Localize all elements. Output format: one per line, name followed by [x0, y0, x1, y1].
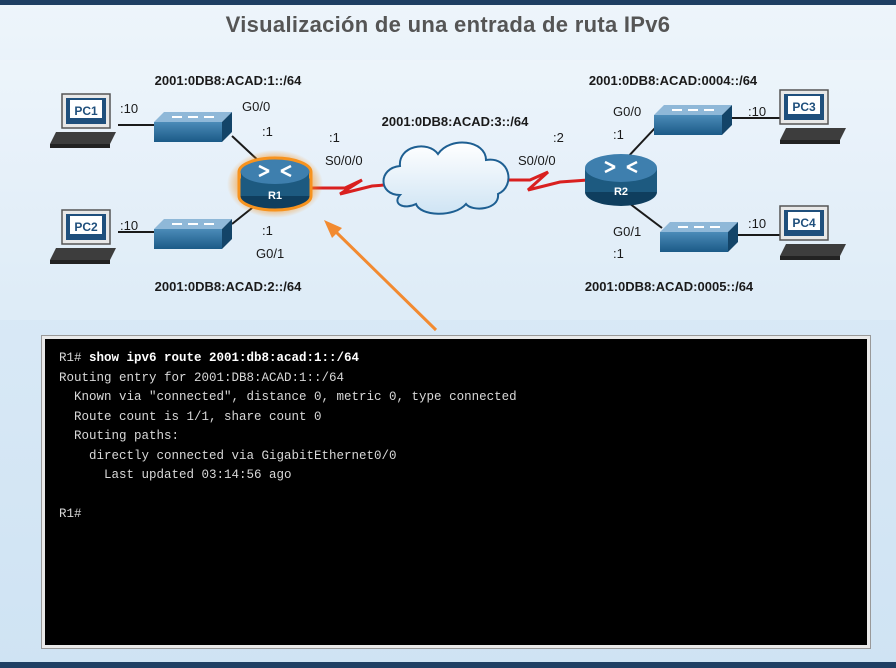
terminal-command: show ipv6 route 2001:db8:acad:1::/64	[89, 351, 360, 365]
pc2-label: PC2	[74, 220, 98, 234]
pc4-host-address: :10	[748, 216, 766, 231]
r1-s000-interface-label: S0/0/0	[325, 153, 363, 168]
network-label-lan2: 2001:0DB8:ACAD:2::/64	[155, 279, 302, 294]
r2-g00-interface-label: G0/0	[613, 104, 641, 119]
pc1-icon	[50, 93, 116, 148]
pc4-icon	[779, 205, 846, 260]
pc1-label: PC1	[74, 104, 98, 118]
r2-g01-interface-label: G0/1	[613, 224, 641, 239]
pc3-label: PC3	[792, 100, 816, 114]
terminal-route-output: Routing entry for 2001:DB8:ACAD:1::/64 K…	[59, 370, 517, 483]
pc4-label: PC4	[792, 216, 816, 230]
top-bar	[0, 0, 896, 5]
network-label-lan4: 2001:0DB8:ACAD:0004::/64	[589, 73, 758, 88]
wan-cloud	[382, 141, 510, 215]
pc1-host-address: :10	[120, 101, 138, 116]
pc2-host-address: :10	[120, 218, 138, 233]
terminal-prompt-current[interactable]: R1#	[59, 507, 82, 521]
r2-s000-host-address: :2	[553, 130, 564, 145]
bottom-bar	[0, 662, 896, 668]
serial-link-r1-cloud	[312, 178, 399, 196]
router-r1-label: R1	[268, 190, 282, 202]
r2-g00-host-address: :1	[613, 127, 624, 142]
switch-lan5	[660, 222, 738, 252]
pc3-host-address: :10	[748, 104, 766, 119]
r1-g00-interface-label: G0/0	[242, 99, 270, 114]
terminal-output: R1# show ipv6 route 2001:db8:acad:1::/64…	[45, 339, 867, 535]
terminal-window[interactable]: R1# show ipv6 route 2001:db8:acad:1::/64…	[42, 336, 870, 648]
r1-g00-host-address: :1	[262, 124, 273, 139]
network-label-lan5: 2001:0DB8:ACAD:0005::/64	[585, 279, 754, 294]
router-r2-icon	[585, 154, 657, 206]
r1-g01-interface-label: G0/1	[256, 246, 284, 261]
switch-lan2	[154, 219, 232, 249]
pc3-icon	[779, 89, 846, 144]
network-label-lan1: 2001:0DB8:ACAD:1::/64	[155, 73, 302, 88]
r2-g01-host-address: :1	[613, 246, 624, 261]
r1-s000-host-address: :1	[329, 130, 340, 145]
switch-lan4	[654, 105, 732, 135]
serial-link-cloud-r2	[500, 170, 589, 192]
page-title: Visualización de una entrada de ruta IPv…	[225, 12, 671, 37]
router-r2-label: R2	[614, 186, 628, 198]
r2-s000-interface-label: S0/0/0	[518, 153, 556, 168]
router-r1-icon	[227, 150, 323, 218]
network-label-wan: 2001:0DB8:ACAD:3::/64	[382, 114, 529, 129]
pc2-icon	[50, 209, 116, 264]
pointer-arrow	[324, 220, 438, 332]
switch-lan1	[154, 112, 232, 142]
terminal-prompt: R1#	[59, 351, 90, 365]
r1-g01-host-address: :1	[262, 223, 273, 238]
